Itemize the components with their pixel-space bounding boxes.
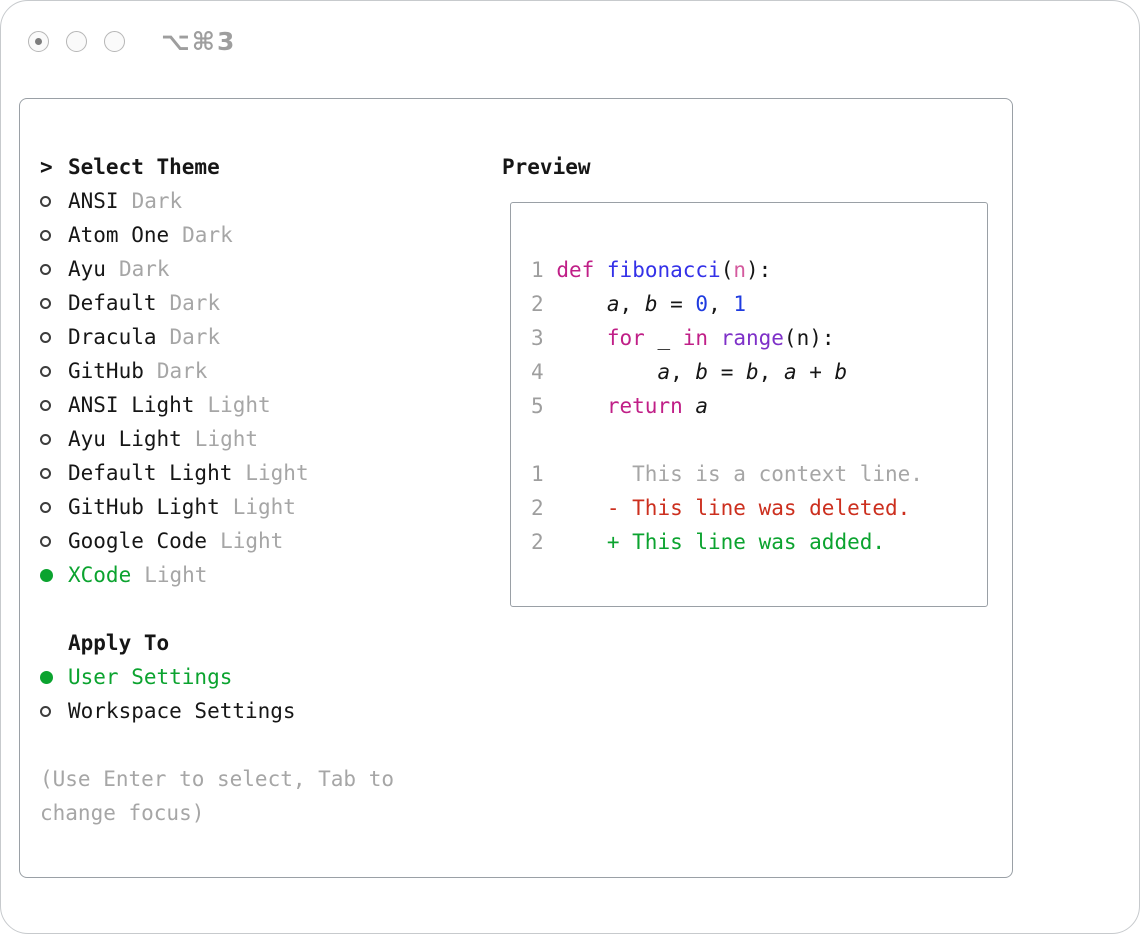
theme-name: GitHub [68, 359, 144, 383]
radio-icon [40, 297, 68, 309]
radio-icon [40, 263, 68, 275]
select-theme-header: > Select Theme [40, 150, 470, 184]
apply-option-label: Workspace Settings [68, 699, 296, 723]
theme-option-google-code[interactable]: Google Code Light [40, 524, 470, 558]
line-number: 2 [531, 292, 544, 316]
theme-variant: Light [194, 427, 259, 451]
radio-icon [40, 535, 68, 547]
line-number: 2 [531, 530, 544, 554]
theme-name: Default [68, 291, 157, 315]
code-content: a, b = 0, 1 [606, 292, 747, 316]
radio-selected-icon [40, 568, 68, 582]
theme-variant: Light [207, 393, 271, 417]
line-number: 4 [531, 360, 544, 384]
code-content: for _ in range(n): [606, 326, 835, 350]
diff-line-deleted: 2 - This line was deleted. [531, 491, 987, 525]
radio-icon [40, 467, 68, 479]
theme-name: GitHub Light [68, 495, 220, 519]
titlebar: ⌥⌘3 [28, 27, 236, 56]
theme-option-atom-one[interactable]: Atom One Dark [40, 218, 470, 252]
theme-name: Default Light [68, 461, 233, 485]
code-content: return a [606, 394, 709, 418]
code-line: 1 def fibonacci(n): [531, 253, 987, 287]
window-control-minimize-icon[interactable] [66, 31, 87, 52]
line-number: 1 [531, 462, 544, 486]
code-content: def fibonacci(n): [556, 258, 772, 282]
window-control-close-icon[interactable] [28, 31, 49, 52]
theme-variant: Dark [182, 223, 233, 247]
theme-option-ansi[interactable]: ANSI Dark [40, 184, 470, 218]
hint-text: (Use Enter to select, Tab to change focu… [40, 767, 395, 825]
radio-icon [40, 331, 68, 343]
window-control-zoom-icon[interactable] [104, 31, 125, 52]
radio-selected-icon [40, 670, 68, 684]
code-line: 3 for _ in range(n): [531, 321, 987, 355]
theme-name: Ayu Light [68, 427, 182, 451]
diff-line-added: 2 + This line was added. [531, 525, 987, 559]
theme-option-default-light[interactable]: Default Light Light [40, 456, 470, 490]
select-theme-title: Select Theme [68, 155, 220, 179]
apply-option-user-settings[interactable]: User Settings [40, 660, 470, 694]
diff-content: - This line was deleted. [543, 496, 911, 520]
theme-variant: Light [245, 461, 309, 485]
theme-option-ansi-light[interactable]: ANSI Light Light [40, 388, 470, 422]
theme-variant: Light [220, 529, 284, 553]
diff-preview: 1 This is a context line.2 - This line w… [531, 457, 987, 559]
line-number: 3 [531, 326, 544, 350]
radio-icon [40, 501, 68, 513]
theme-name: Google Code [68, 529, 208, 553]
radio-icon [40, 365, 68, 377]
theme-option-dracula[interactable]: Dracula Dark [40, 320, 470, 354]
apply-option-workspace-settings[interactable]: Workspace Settings [40, 694, 470, 728]
theme-option-github-light[interactable]: GitHub Light Light [40, 490, 470, 524]
diff-line-context: 1 This is a context line. [531, 457, 987, 491]
theme-name: ANSI Light [68, 393, 195, 417]
code-line: 2 a, b = 0, 1 [531, 287, 987, 321]
theme-variant: Dark [156, 359, 208, 383]
code-line: 5 return a [531, 389, 987, 423]
theme-option-github[interactable]: GitHub Dark [40, 354, 470, 388]
preview-title: Preview [502, 155, 591, 179]
blank-line [531, 423, 987, 457]
keyboard-shortcut-label: ⌥⌘3 [161, 27, 237, 56]
code-line: 4 a, b = b, a + b [531, 355, 987, 389]
line-number: 1 [531, 258, 544, 282]
theme-name: XCode [68, 563, 132, 587]
theme-option-default[interactable]: Default Dark [40, 286, 470, 320]
theme-variant: Dark [169, 291, 221, 315]
radio-icon [40, 399, 68, 411]
theme-name: Atom One [68, 223, 170, 247]
apply-option-label: User Settings [68, 665, 233, 689]
diff-content: This is a context line. [543, 462, 923, 486]
radio-icon [40, 705, 68, 717]
line-number: 2 [531, 496, 544, 520]
radio-icon [40, 229, 68, 241]
theme-variant: Dark [131, 189, 183, 213]
radio-icon [40, 195, 68, 207]
code-content: a, b = b, a + b [657, 360, 848, 384]
theme-option-ayu-light[interactable]: Ayu Light Light [40, 422, 470, 456]
theme-variant: Dark [169, 325, 221, 349]
radio-icon [40, 433, 68, 445]
theme-name: ANSI [68, 189, 119, 213]
theme-variant: Light [144, 563, 208, 587]
theme-variant: Light [232, 495, 296, 519]
theme-option-xcode[interactable]: XCode Light [40, 558, 470, 592]
theme-name: Dracula [68, 325, 157, 349]
theme-option-ayu[interactable]: Ayu Dark [40, 252, 470, 286]
diff-content: + This line was added. [543, 530, 886, 554]
theme-variant: Dark [118, 257, 170, 281]
prompt-caret: > [40, 155, 53, 179]
theme-name: Ayu [68, 257, 106, 281]
apply-to-title: Apply To [68, 631, 170, 655]
line-number: 5 [531, 394, 544, 418]
